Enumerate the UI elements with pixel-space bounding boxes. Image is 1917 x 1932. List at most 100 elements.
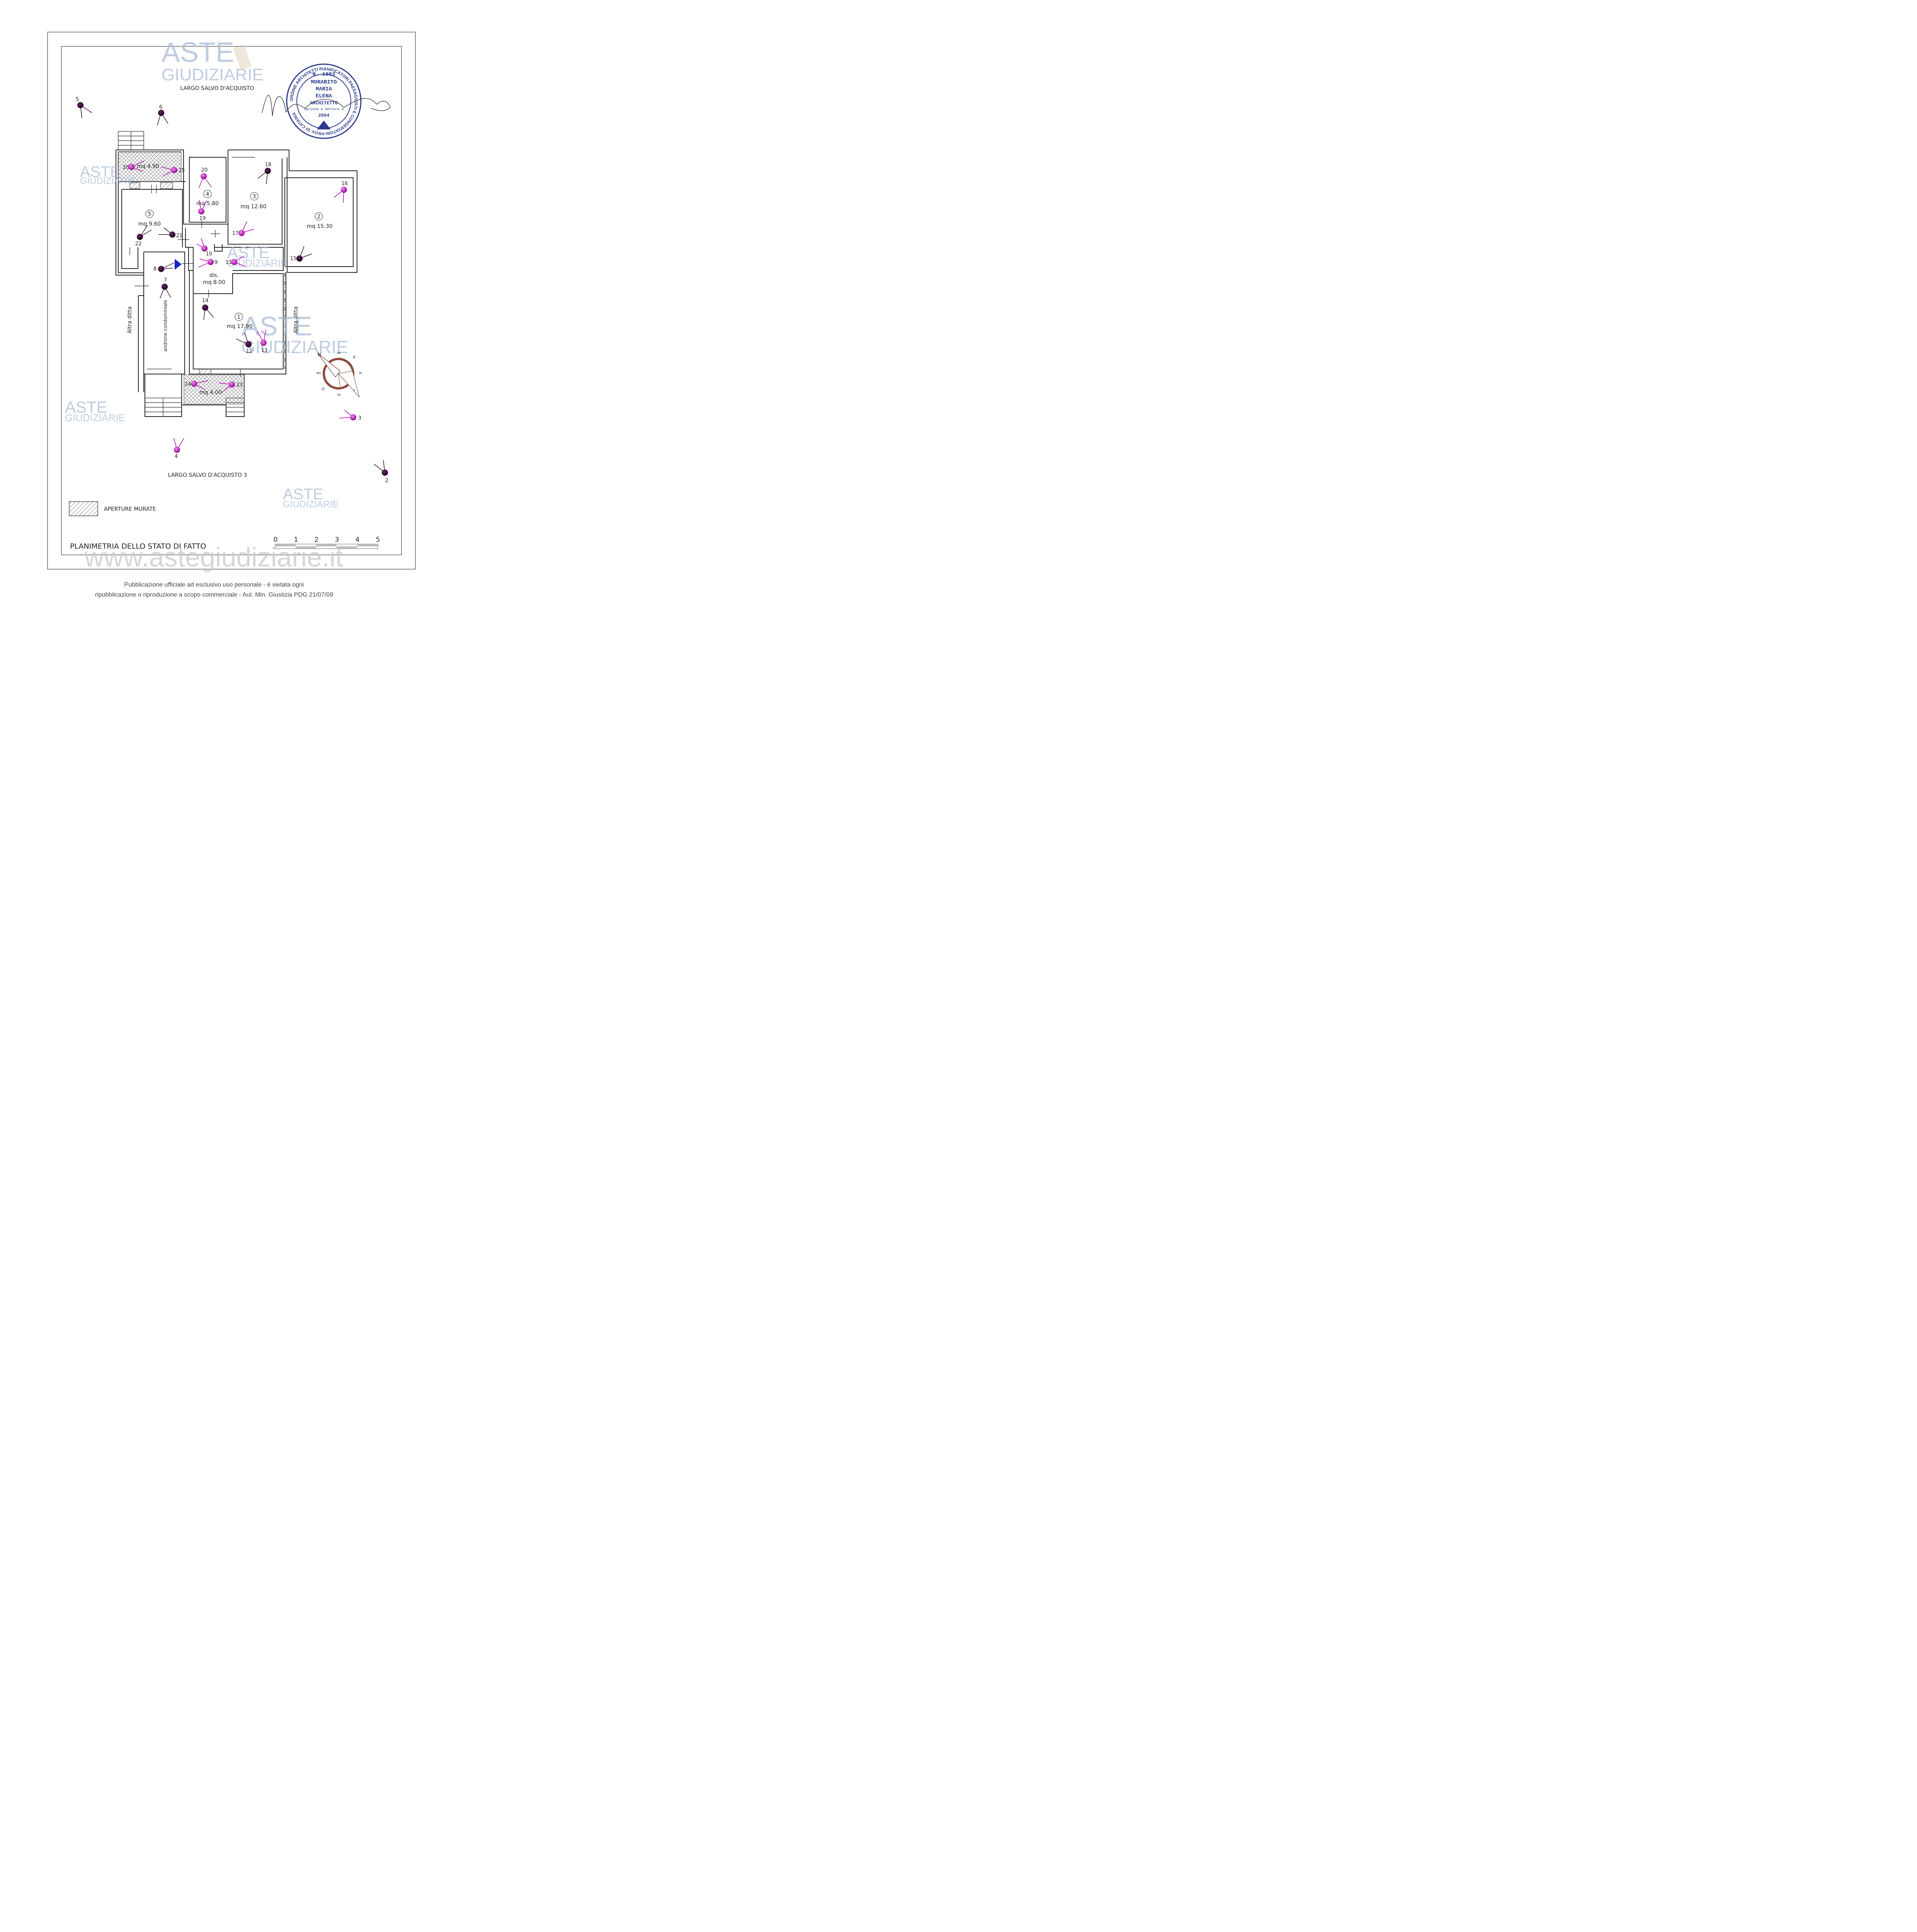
footer-line-1: Pubblicazione ufficiale ad esclusivo uso… (124, 582, 304, 588)
watermark-bottom-left: ASTE GIUDIZIARIE (65, 398, 125, 423)
svg-text:2: 2 (317, 214, 321, 220)
photo-point-dot (198, 208, 204, 214)
svg-text:dis.: dis. (209, 272, 219, 279)
svg-text:ASTE: ASTE (242, 311, 312, 341)
walled-openings (129, 182, 211, 374)
watermark-main: ASTE GIUDIZIARIE (162, 37, 264, 84)
room-5-label: 5 mq 9.60 (138, 209, 161, 227)
plan-title: PLANIMETRIA DELLO STATO DI FATTO (70, 542, 206, 551)
photo-point-dot (208, 259, 214, 265)
watermark-right-center: ASTE GIUDIZIARIE (242, 311, 348, 357)
photo-point-21: 21 (158, 227, 183, 239)
photo-point-dot (296, 255, 303, 262)
svg-text:GIUDIZIARIE: GIUDIZIARIE (65, 412, 125, 423)
inner-frame (61, 46, 402, 555)
photo-point-label: 3 (358, 415, 361, 421)
watermark-bottom-right: ASTE GIUDIZIARIE (283, 486, 338, 510)
svg-text:2004: 2004 (318, 113, 330, 118)
signature (262, 95, 391, 116)
photo-point-25: 25 (161, 167, 185, 177)
legend-label: APERTURE MURATE (104, 506, 156, 512)
stairs-top (118, 131, 144, 150)
svg-text:mq 15.30: mq 15.30 (306, 223, 332, 230)
photo-point-label: 21 (176, 233, 183, 239)
photo-point-label: 15 (290, 256, 297, 262)
photo-point-label: 6 (159, 104, 162, 110)
photo-point-9: 9 (198, 259, 218, 268)
svg-text:SO: SO (337, 393, 341, 396)
scale-label: 3 (335, 536, 339, 544)
svg-text:ASTE: ASTE (65, 398, 107, 416)
photo-point-dot (238, 230, 245, 236)
street-top: LARGO SALVO D'ACQUISTO (180, 85, 254, 92)
svg-text:mq 5.80: mq 5.80 (196, 201, 219, 207)
room-4-label: 4 mq 5.80 (196, 190, 219, 207)
photo-point-dot (245, 341, 252, 347)
photo-point-label: 13 (261, 348, 268, 354)
architect-stamp: ORDINE ARCHITETTI PIANIFICATORI PAESAGGI… (286, 63, 362, 139)
svg-text:MARIA: MARIA (316, 86, 332, 92)
photo-point-label: 8 (153, 266, 156, 272)
photo-point-dot (229, 381, 235, 388)
photo-point-19: 19 (198, 199, 207, 221)
photo-point-3: 3 (339, 410, 361, 421)
walls (116, 150, 357, 417)
balcony-bottom-area: mq 4.00 (199, 389, 222, 396)
svg-text:E: E (353, 355, 356, 360)
photo-point-18: 18 (257, 162, 271, 184)
photo-point-15: 15 (290, 246, 312, 262)
photo-point-label: 17 (232, 231, 239, 236)
photo-point-dot (169, 231, 175, 238)
photo-point-dot (191, 381, 197, 387)
room-1-label: 1 mq 17.90 (226, 313, 253, 330)
photo-point-22: 22 (135, 225, 152, 247)
photo-point-dot (260, 340, 267, 346)
scale-label: 2 (315, 536, 319, 544)
photo-point-17: 17 (232, 221, 254, 236)
photo-point-7: 7 (160, 277, 171, 299)
svg-text:ASTE: ASTE (80, 163, 120, 180)
photo-point-dot (350, 414, 356, 420)
street-bottom: LARGO SALVO D'ACQUISTO 3 (168, 472, 247, 478)
svg-text:MORABITO: MORABITO (311, 79, 337, 85)
photo-point-label: 25 (179, 168, 185, 173)
photo-point-5: 5 (76, 97, 92, 119)
photo-point-dot (174, 447, 180, 453)
photo-point-10: 10 (196, 238, 212, 257)
legend-swatch (69, 501, 98, 516)
photo-point-dot (201, 173, 207, 179)
svg-text:NE: NE (337, 352, 341, 355)
svg-text:ASTE: ASTE (283, 486, 323, 503)
photo-point-4: 4 (173, 438, 184, 459)
svg-text:ASTE: ASTE (227, 243, 270, 262)
photo-point-label: 16 (342, 181, 348, 187)
svg-text:N. 1083: N. 1083 (313, 71, 335, 78)
photo-point-label: 26 (123, 165, 129, 170)
balcony-top-area: mq 4.90 (137, 163, 159, 170)
entrance-arrow (175, 259, 182, 270)
photo-point-14: 14 (202, 298, 214, 320)
room-2-label: 2 mq 15.30 (306, 212, 333, 230)
photo-point-label: 2 (385, 478, 388, 484)
svg-text:1: 1 (237, 314, 241, 320)
photo-point-dot (162, 284, 168, 290)
svg-text:ELENA: ELENA (316, 93, 332, 99)
photo-point-20: 20 (199, 167, 212, 188)
svg-text:GIUDIZIARIE: GIUDIZIARIE (283, 499, 338, 510)
scale-label: 0 (274, 536, 278, 544)
photo-point-dot (137, 234, 143, 240)
svg-text:SE: SE (359, 372, 362, 375)
photo-point-24: 24 (185, 380, 208, 390)
photo-point-label: 23 (236, 382, 243, 388)
photo-point-label: 7 (164, 277, 167, 283)
balcony-bottom (184, 374, 245, 405)
svg-text:Sezione A Settore a: Sezione A Settore a (304, 107, 344, 111)
svg-text:NO: NO (316, 372, 321, 375)
photo-point-dot (128, 164, 134, 170)
photo-point-26: 26 (123, 160, 145, 172)
svg-text:mq 9.60: mq 9.60 (138, 221, 161, 227)
photo-point-13: 13 (257, 329, 268, 354)
photo-point-label: 9 (214, 260, 218, 265)
svg-text:5: 5 (148, 211, 151, 217)
